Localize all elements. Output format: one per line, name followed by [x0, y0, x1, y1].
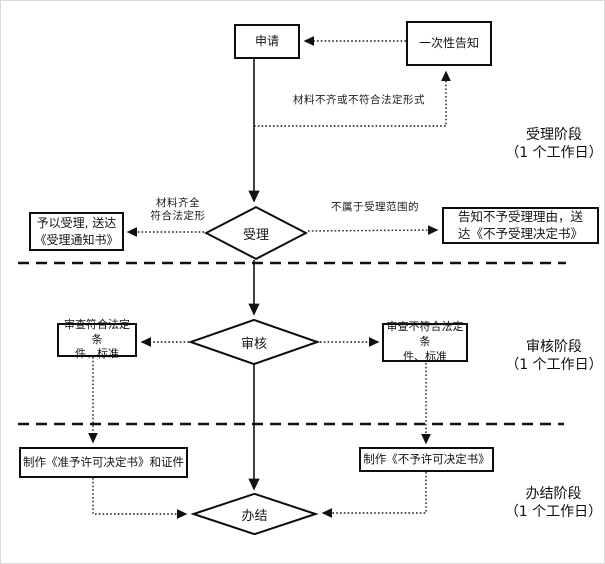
stage-separator-lines — [18, 261, 566, 426]
node-finish: 办结 — [191, 493, 318, 535]
review-diamond-shape — [188, 319, 320, 365]
stage-label-completion: 办结阶段 （1 个工作日） — [501, 485, 604, 521]
node-accept-decision-label: 受理 — [242, 227, 269, 243]
grant-acceptance-line1: 予以受理, 送达 — [36, 216, 117, 231]
stage-label-acceptance: 受理阶段 （1 个工作日） — [504, 126, 604, 162]
stage-completion-name: 办结阶段 — [525, 486, 582, 502]
review-pass-line1: 审查符合法定条 — [64, 317, 130, 346]
review-fail-line2: 件、标准 — [403, 349, 447, 363]
node-review-pass-label: 审查符合法定条 件、标准 — [59, 318, 135, 363]
reject-acceptance-line1: 告知不予受理理由，送 — [457, 208, 583, 224]
node-one-time-notice: 一次性告知 — [406, 21, 492, 66]
node-apply-label: 申请 — [254, 34, 279, 49]
stage-label-review: 审核阶段 （1 个工作日） — [504, 338, 604, 374]
node-review-fail-label: 审查不符合法定条 件、标准 — [384, 320, 466, 365]
stage-acceptance-duration: （1 个工作日） — [505, 145, 603, 161]
materials-complete-line1: 材料齐全 — [156, 197, 200, 209]
node-make-reject-decision: 制作《不予许可决定书》 — [359, 447, 494, 472]
edge-label-materials-complete: 材料齐全 符合法定形 — [141, 197, 215, 223]
node-accept-decision: 受理 — [204, 206, 308, 260]
node-make-grant-decision: 制作《准予许可决定书》和证件 — [19, 447, 188, 478]
node-make-grant-decision-label: 制作《准予许可决定书》和证件 — [23, 454, 184, 469]
node-review-decision-label: 审核 — [240, 336, 267, 352]
review-pass-line2: 件、标准 — [75, 347, 119, 361]
grant-acceptance-line2: 《受理通知书》 — [34, 232, 119, 247]
node-reject-acceptance: 告知不予受理理由，送 达《不予受理决定书》 — [442, 207, 599, 244]
edge-label-materials-incomplete: 材料不齐或不符合法定形式 — [293, 94, 425, 106]
edge-label-not-in-scope: 不属于受理范围的 — [331, 201, 419, 213]
node-apply: 申请 — [234, 24, 300, 59]
node-one-time-notice-label: 一次性告知 — [418, 36, 479, 51]
finish-diamond-shape — [191, 493, 318, 535]
node-review-fail: 审查不符合法定条 件、标准 — [382, 320, 468, 365]
materials-complete-line2: 符合法定形 — [150, 210, 206, 222]
node-finish-label: 办结 — [241, 508, 268, 524]
node-grant-acceptance: 予以受理, 送达 《受理通知书》 — [29, 212, 124, 251]
node-reject-acceptance-label: 告知不予受理理由，送 达《不予受理决定书》 — [458, 209, 583, 243]
stage-acceptance-name: 受理阶段 — [526, 127, 582, 143]
node-review-pass: 审查符合法定条 件、标准 — [57, 318, 137, 360]
accept-diamond-shape — [204, 206, 308, 260]
stage-review-duration: （1 个工作日） — [505, 357, 603, 373]
node-make-reject-decision-label: 制作《不予许可决定书》 — [363, 451, 490, 466]
stage-completion-duration: （1 个工作日） — [504, 504, 603, 520]
node-review-decision: 审核 — [188, 319, 320, 365]
review-fail-line1: 审查不符合法定条 — [386, 320, 464, 349]
stage-review-name: 审核阶段 — [526, 339, 582, 355]
node-grant-acceptance-label: 予以受理, 送达 《受理通知书》 — [34, 215, 118, 247]
reject-acceptance-line2: 达《不予受理决定书》 — [457, 225, 583, 241]
dotted-flow-arrows — [88, 36, 451, 519]
